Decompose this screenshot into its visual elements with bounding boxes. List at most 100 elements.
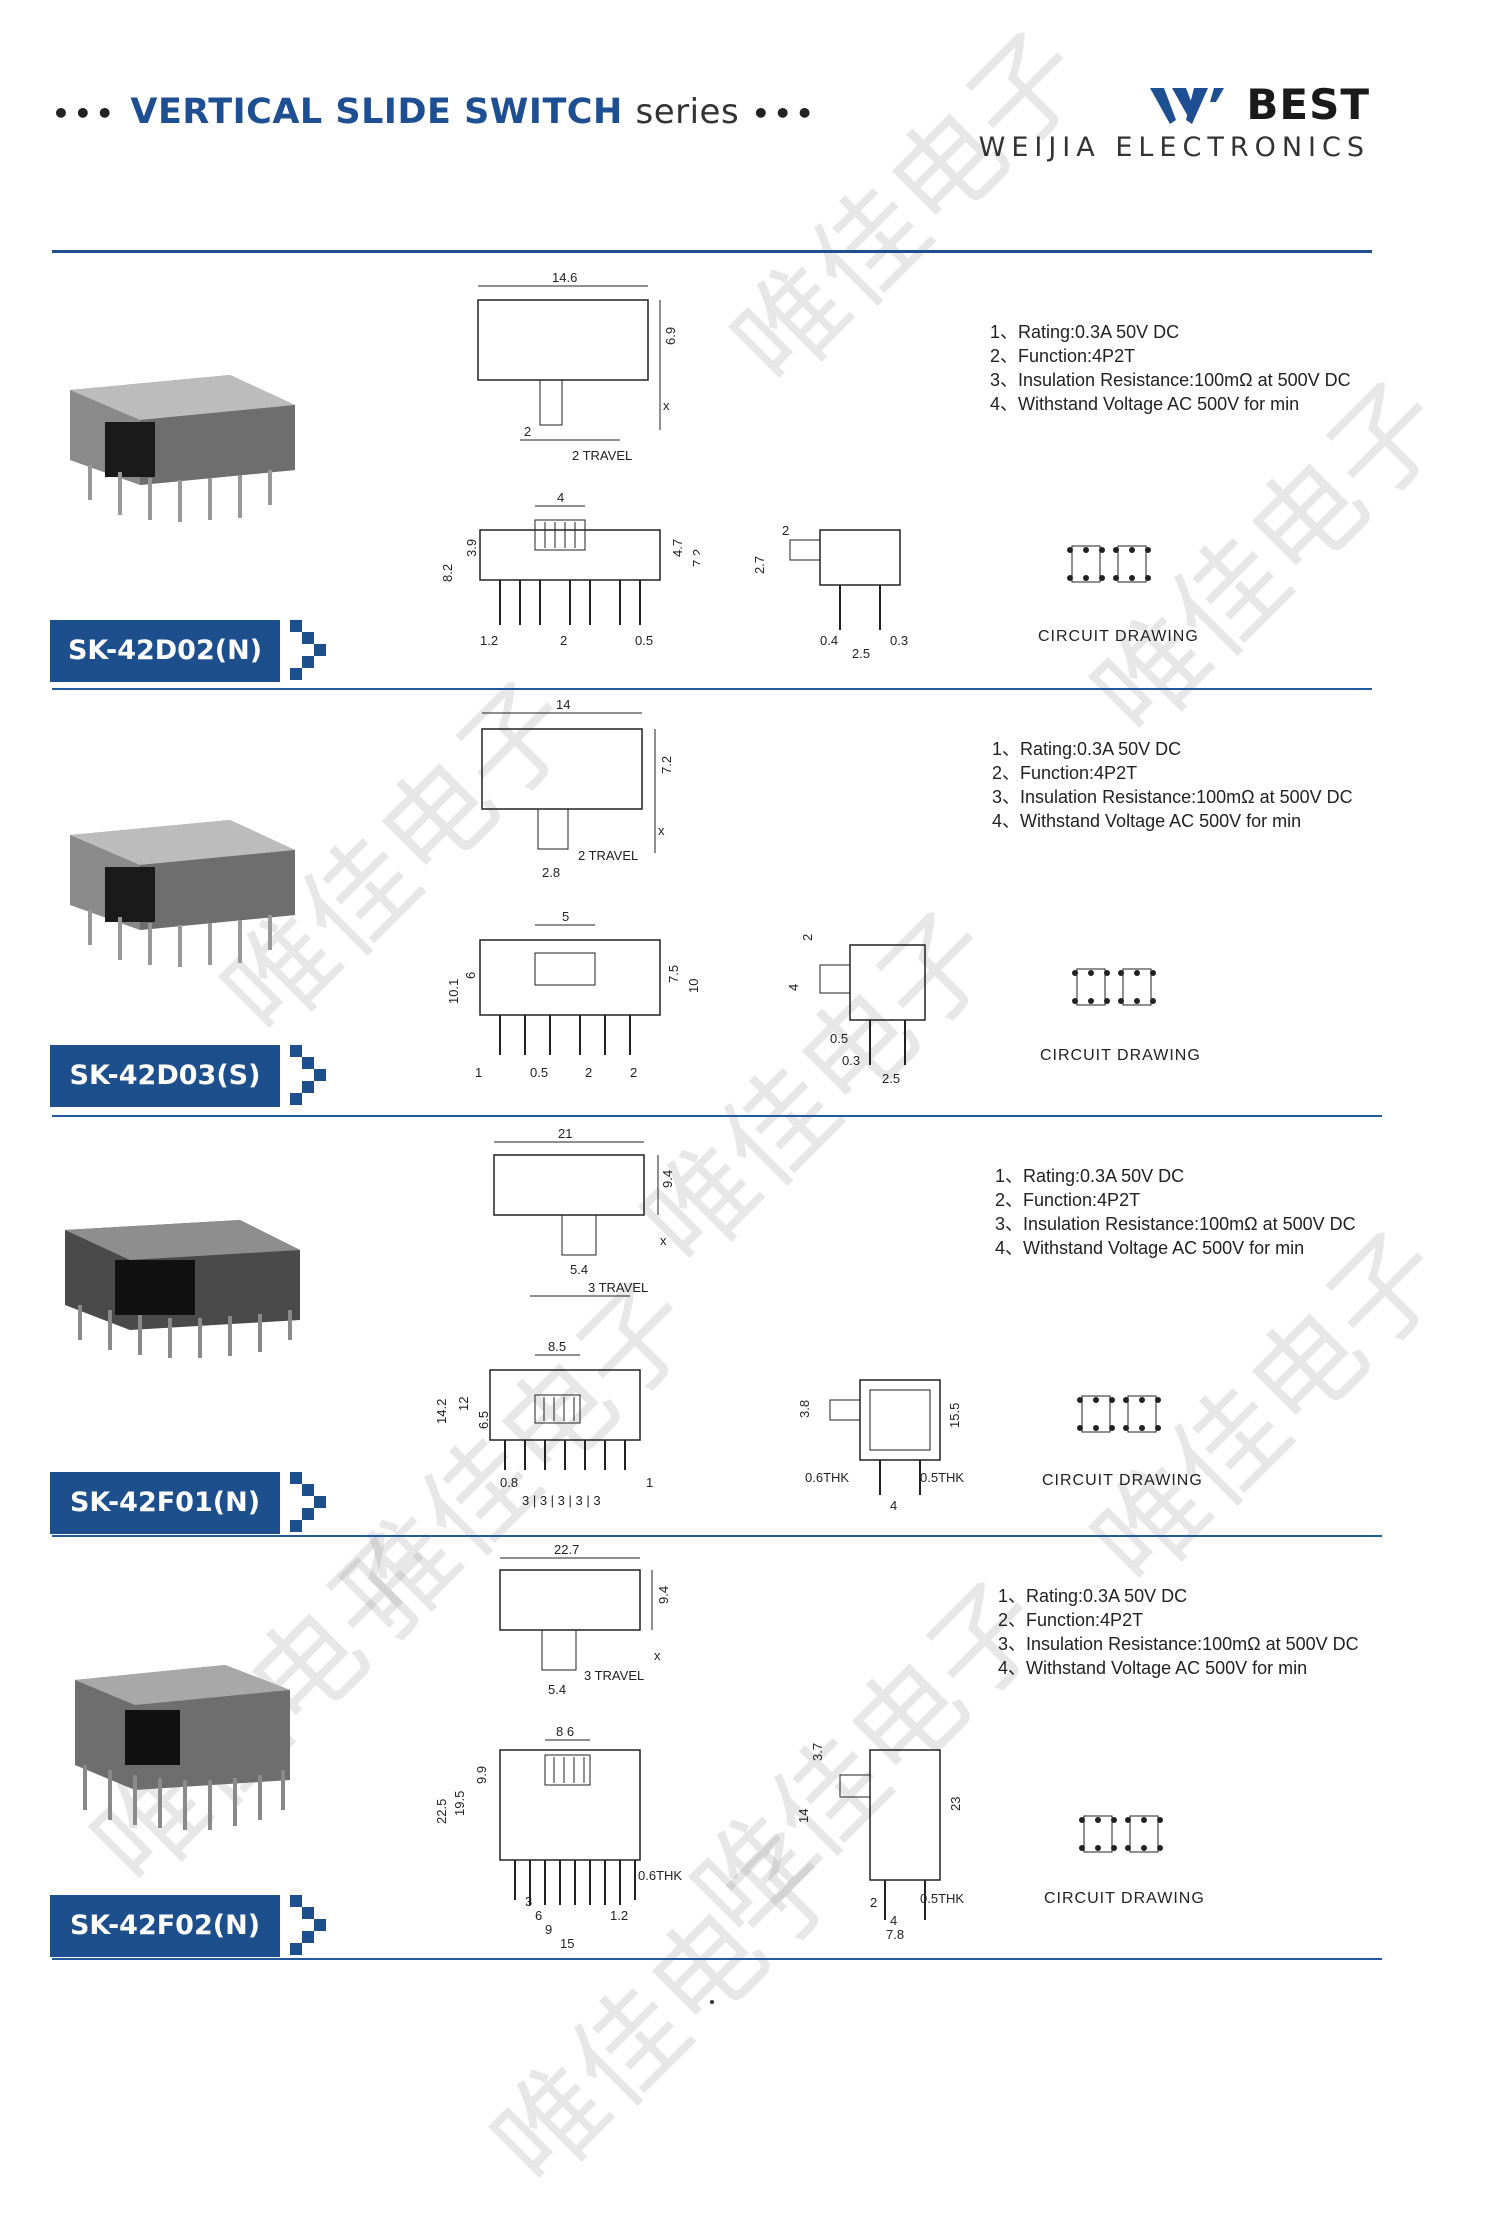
dim-f-p3: 2 bbox=[585, 1065, 592, 1080]
dim-knob: 2 bbox=[524, 424, 531, 439]
spec-list: 1、Rating:0.3A 50V DC 2、Function:4P2T 3、I… bbox=[990, 320, 1351, 416]
dim-h: 7.2 bbox=[659, 756, 674, 774]
spec-rating: 1、Rating:0.3A 50V DC bbox=[992, 739, 1182, 759]
dim-f-p4: 2 bbox=[630, 1065, 637, 1080]
circuit-drawing bbox=[1072, 968, 1156, 1006]
dim-f-h3: 4.7 bbox=[670, 539, 685, 557]
section-rule bbox=[52, 1115, 1382, 1117]
dim-f-h1: 22.5 bbox=[434, 1799, 449, 1824]
dim-f-p3: 0.5 bbox=[635, 633, 653, 648]
dim-x: x bbox=[663, 398, 670, 413]
title-series: series bbox=[635, 92, 740, 132]
spec-list: 1、Rating:0.3A 50V DC 2、Function:4P2T 3、I… bbox=[998, 1584, 1359, 1680]
dim-f-h2: 6 bbox=[463, 972, 478, 979]
dim-f-p3: 9 bbox=[545, 1922, 552, 1937]
section-rule bbox=[52, 688, 1372, 690]
dim-len: 21 bbox=[558, 1126, 572, 1141]
model-label: SK-42F02(N) bbox=[50, 1895, 280, 1957]
spec-rating: 1、Rating:0.3A 50V DC bbox=[998, 1586, 1188, 1606]
dim-f-p2: 1 bbox=[646, 1475, 653, 1490]
dim-f-p1: 1.2 bbox=[480, 633, 498, 648]
dim-s-d: 4 bbox=[890, 1913, 897, 1928]
circuit-drawing bbox=[1079, 1815, 1163, 1853]
front-view-drawing: 8.5 14.2 12 6.5 0.8 1 3 | 3 | 3 | 3 | 3 bbox=[434, 1339, 653, 1508]
dim-s-b: 23 bbox=[948, 1797, 963, 1811]
spec-insulation: 3、Insulation Resistance:100mΩ at 500V DC bbox=[992, 787, 1353, 807]
brand-name: BEST bbox=[1246, 80, 1370, 129]
dim-f-pitch: 8.5 bbox=[548, 1339, 566, 1354]
chevron-decoration-icon bbox=[290, 1895, 326, 1955]
dim-f-p1: 3 bbox=[525, 1894, 532, 1909]
top-view-drawing: 14 7.2 x 2.8 2 TRAVEL bbox=[481, 697, 674, 880]
dim-s-b: 0.3 bbox=[842, 1053, 860, 1068]
chevron-decoration-icon bbox=[290, 1472, 326, 1532]
dim-f-p2: 2 bbox=[560, 633, 567, 648]
spec-insulation: 3、Insulation Resistance:100mΩ at 500V DC bbox=[995, 1214, 1356, 1234]
product-section-3: 21 9.4 x 5.4 3 TRAVEL 1、Rating:0.3A 50V … bbox=[0, 1120, 1488, 1534]
dim-s-c: 2.5 bbox=[882, 1071, 900, 1086]
dim-h: 9.4 bbox=[660, 1170, 675, 1188]
circuit-drawing bbox=[1067, 545, 1151, 583]
section-rule bbox=[52, 1535, 1382, 1537]
circuit-caption: CIRCUIT DRAWING bbox=[1044, 1890, 1205, 1907]
dim-f-p5: 1.2 bbox=[610, 1908, 628, 1923]
circuit-caption: CIRCUIT DRAWING bbox=[1040, 1047, 1201, 1064]
top-view-drawing: 14.6 6.9 x 2 2 TRAVEL bbox=[477, 270, 678, 463]
model-label: SK-42D03(S) bbox=[50, 1045, 280, 1107]
chevron-decoration-icon bbox=[290, 1045, 326, 1105]
dim-len: 14.6 bbox=[552, 270, 577, 285]
side-view-drawing: 3.8 0.6THK 0.5THK 4 15.5 bbox=[797, 1379, 964, 1513]
dim-h: 9.4 bbox=[656, 1586, 671, 1604]
dim-len: 14 bbox=[556, 697, 570, 712]
dim-s-thk: 0.5THK bbox=[920, 1891, 964, 1906]
product-section-2: 14 7.2 x 2.8 2 TRAVEL 1、Rating:0.3A 50V … bbox=[0, 695, 1488, 1115]
dim-s-a: 0.6THK bbox=[805, 1470, 849, 1485]
spec-function: 2、Function:4P2T bbox=[998, 1610, 1144, 1630]
product-section-1: 14.6 6.9 x 2 2 TRAVEL 1、Rating:0.3A 50V … bbox=[0, 260, 1488, 682]
dim-s-b: 2.5 bbox=[852, 646, 870, 660]
dim-s-h: 3.7 bbox=[810, 1743, 825, 1761]
spec-list: 1、Rating:0.3A 50V DC 2、Function:4P2T 3、I… bbox=[992, 737, 1353, 833]
spec-rating: 1、Rating:0.3A 50V DC bbox=[990, 322, 1180, 342]
dim-f-p2: 0.5 bbox=[530, 1065, 548, 1080]
front-view-drawing: 5 10.1 6 7.5 10 1 0.5 2 2 bbox=[446, 909, 700, 1080]
page-dot bbox=[710, 2000, 714, 2004]
dim-f-h3: 7.5 bbox=[666, 965, 681, 983]
dim-travel: 3 TRAVEL bbox=[584, 1668, 644, 1683]
product-photo bbox=[70, 375, 295, 522]
dim-knob: 2.8 bbox=[542, 865, 560, 880]
dim-f-h4: 10 bbox=[686, 979, 700, 993]
top-view-drawing: 22.7 9.4 x 5.4 3 TRAVEL bbox=[499, 1542, 671, 1697]
dim-s-d: 15.5 bbox=[947, 1403, 962, 1428]
brand-logo-icon bbox=[1150, 88, 1224, 124]
product-photo bbox=[75, 1665, 290, 1830]
spec-withstand: 4、Withstand Voltage AC 500V for min bbox=[995, 1238, 1305, 1258]
spec-insulation: 3、Insulation Resistance:100mΩ at 500V DC bbox=[998, 1634, 1359, 1654]
front-view-drawing: 4 8.2 3.9 4.7 7.2 1.2 2 0.5 bbox=[440, 490, 700, 648]
spec-function: 2、Function:4P2T bbox=[992, 763, 1138, 783]
dim-f-pitch: 4 bbox=[557, 490, 564, 505]
dim-h: 6.9 bbox=[663, 327, 678, 345]
dim-s-c: 4 bbox=[890, 1498, 897, 1513]
dim-f-h2: 12 bbox=[456, 1397, 471, 1411]
dim-f-p4: 15 bbox=[560, 1936, 574, 1950]
dim-len: 22.7 bbox=[554, 1542, 579, 1557]
dim-f-h2: 19.5 bbox=[452, 1791, 467, 1816]
dim-s-b: 0.5THK bbox=[920, 1470, 964, 1485]
title-bold: VERTICAL SLIDE SWITCH bbox=[130, 92, 623, 132]
dim-f-thk: 0.6THK bbox=[638, 1868, 682, 1883]
dim-f-h1: 14.2 bbox=[434, 1399, 449, 1424]
front-view-drawing: 8 6 22.5 19.5 9.9 0.6THK 3 6 1.2 9 15 bbox=[434, 1724, 682, 1950]
dim-f-p2: 6 bbox=[535, 1908, 542, 1923]
dim-knob: 5.4 bbox=[548, 1682, 566, 1697]
dim-travel: 3 TRAVEL bbox=[588, 1280, 648, 1295]
dim-s-knob: 2 bbox=[800, 934, 815, 941]
header-rule bbox=[52, 250, 1372, 253]
dim-s-a: 0.4 bbox=[820, 633, 838, 648]
dim-f-h2: 3.9 bbox=[464, 539, 479, 557]
side-view-drawing: 2 4 0.5 0.3 2.5 bbox=[786, 934, 926, 1086]
model-label: SK-42D02(N) bbox=[50, 620, 280, 682]
dim-x: x bbox=[658, 823, 665, 838]
dim-s-knob: 2 bbox=[782, 523, 789, 538]
circuit-drawing bbox=[1077, 1395, 1161, 1433]
